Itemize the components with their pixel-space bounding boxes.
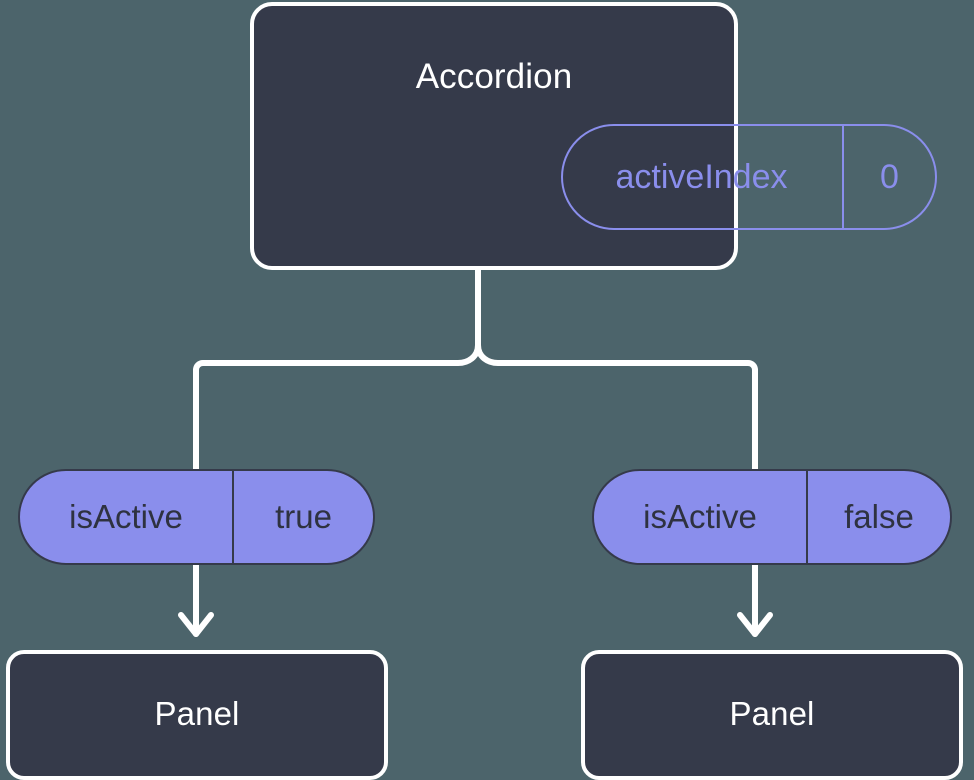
prop-value-is-active-right: false bbox=[844, 498, 914, 535]
prop-value-active-index: 0 bbox=[880, 157, 899, 196]
prop-value-is-active-left: true bbox=[275, 498, 332, 535]
prop-pill-active-index[interactable]: activeIndex 0 bbox=[561, 124, 937, 230]
wire-split-right bbox=[475, 342, 758, 373]
node-accordion-title: Accordion bbox=[415, 57, 573, 96]
node-panel-right-title: Panel bbox=[729, 695, 815, 732]
prop-pill-is-active-false[interactable]: isActive false bbox=[592, 469, 952, 565]
prop-pill-is-active-true[interactable]: isActive true bbox=[18, 469, 375, 565]
prop-key-is-active-right: isActive bbox=[594, 471, 808, 563]
node-accordion[interactable]: Accordion activeIndex 0 bbox=[250, 2, 937, 270]
node-panel-left[interactable]: Panel bbox=[6, 650, 388, 780]
prop-key-is-active-left: isActive bbox=[20, 471, 234, 563]
node-panel-left-title: Panel bbox=[154, 695, 240, 732]
wire-split-left bbox=[193, 342, 481, 373]
arrow-head-right bbox=[737, 612, 773, 637]
arrow-head-left bbox=[178, 612, 214, 637]
prop-key-active-index: activeIndex bbox=[563, 126, 844, 228]
node-panel-right[interactable]: Panel bbox=[581, 650, 963, 780]
